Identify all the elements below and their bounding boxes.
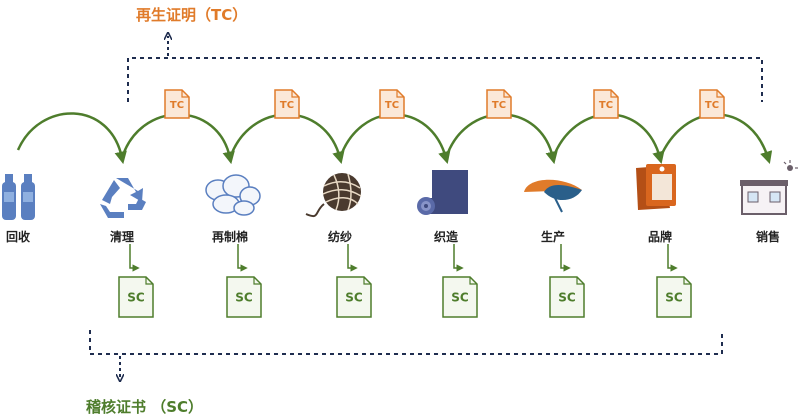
stage-label: 织造 xyxy=(433,230,458,244)
sc-document-icon-label: SC xyxy=(345,291,363,305)
umbrella-icon xyxy=(524,179,582,213)
sc-document-icon-label: SC xyxy=(665,291,683,305)
flow-arc xyxy=(551,113,665,165)
tc-document-icon-label: TC xyxy=(705,100,719,111)
sc-document-icon-label: SC xyxy=(127,291,145,305)
stage-label: 品牌 xyxy=(647,230,672,244)
tc-documents: TC TC TC TC TC TC xyxy=(164,89,725,119)
tc-document-icon: TC xyxy=(486,89,512,119)
tc-document-icon-label: TC xyxy=(385,100,399,111)
brand-tag-icon xyxy=(636,164,676,210)
stage-label: 生产 xyxy=(540,230,565,244)
sc-arrow xyxy=(667,244,678,272)
stage-label: 再制棉 xyxy=(211,230,248,244)
tc-document-icon: TC xyxy=(593,89,619,119)
tc-document-icon: TC xyxy=(274,89,300,119)
sc-document-icon-label: SC xyxy=(558,291,576,305)
tc-document-icon: TC xyxy=(699,89,725,119)
shop-icon xyxy=(740,160,798,215)
sc-document-icon-label: SC xyxy=(235,291,253,305)
yarn-ball-icon xyxy=(305,173,362,218)
sc-documents: SC SC SC SC SC SC xyxy=(118,244,692,318)
sc-document-icon: SC xyxy=(549,276,585,318)
tc-document-icon-label: TC xyxy=(492,100,506,111)
sc-document-icon: SC xyxy=(656,276,692,318)
flow-arc xyxy=(338,113,451,165)
flow-arc xyxy=(228,113,345,165)
recycle-icon xyxy=(100,178,146,218)
tc-dashed-bracket xyxy=(127,36,763,102)
tc-document-icon-label: TC xyxy=(280,100,294,111)
sc-arrow xyxy=(560,244,571,272)
sc-arrow xyxy=(453,244,464,272)
stage-label: 销售 xyxy=(755,230,780,244)
flow-arcs xyxy=(16,112,773,165)
sc-document-icon: SC xyxy=(226,276,262,318)
flow-arc xyxy=(120,113,235,165)
tc-document-icon: TC xyxy=(379,89,405,119)
tc-title: 再生证明（TC） xyxy=(136,6,248,24)
bottles-icon xyxy=(2,174,35,220)
tc-document-icon: TC xyxy=(164,89,190,119)
sc-document-icon: SC xyxy=(118,276,154,318)
sc-document-icon-label: SC xyxy=(451,291,469,305)
stage-label: 回收 xyxy=(5,230,30,244)
flow-arc xyxy=(444,113,558,165)
sc-title: 稽核证书 （SC） xyxy=(86,398,204,416)
cotton-cloud-icon xyxy=(205,174,261,216)
tc-document-icon-label: TC xyxy=(170,100,184,111)
flow-arc xyxy=(16,112,127,165)
stage-label: 清理 xyxy=(109,230,134,244)
sc-document-icon: SC xyxy=(336,276,372,318)
sc-arrow xyxy=(129,244,140,272)
stage-label: 纺纱 xyxy=(327,230,352,244)
sc-arrow xyxy=(347,244,358,272)
tc-document-icon-label: TC xyxy=(599,100,613,111)
sc-document-icon: SC xyxy=(442,276,478,318)
fabric-roll-icon xyxy=(417,170,468,215)
sc-dashed-bracket xyxy=(89,330,723,378)
sc-arrow xyxy=(237,244,248,272)
flow-arc xyxy=(658,113,773,164)
